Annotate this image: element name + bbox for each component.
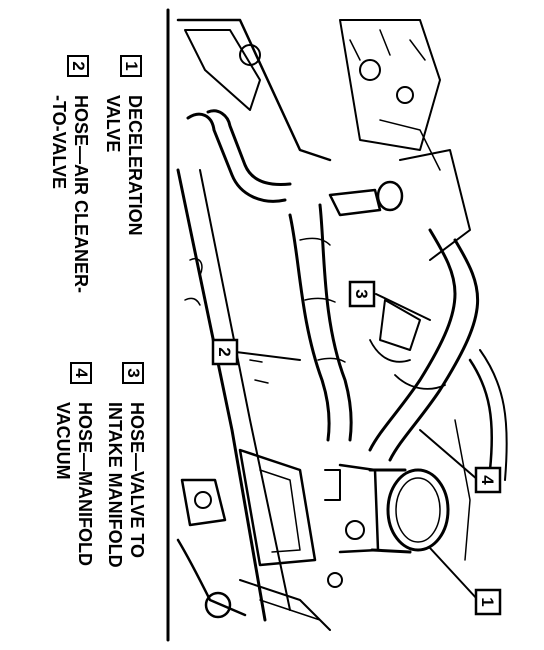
hose-manifold-vacuum-outer — [368, 228, 457, 452]
lower-bolt — [204, 591, 232, 619]
hose-air-cleaner-left — [288, 213, 331, 442]
leader-line-3 — [375, 293, 431, 321]
callout-label-4: 4 — [478, 475, 497, 485]
fitting-cap — [376, 180, 404, 212]
callout-label-2: 2 — [215, 347, 234, 356]
callout-box-3 — [348, 280, 376, 308]
callout-label-3: 3 — [352, 289, 371, 298]
deceleration-valve — [386, 468, 450, 552]
callout-box-1 — [474, 588, 502, 616]
leader-line-1 — [429, 547, 479, 601]
valve-body — [338, 463, 380, 554]
bracket-upper — [184, 29, 261, 111]
frame-upper — [176, 18, 332, 162]
leader-line-2 — [235, 351, 301, 361]
bolt-upper — [239, 44, 261, 66]
engine-block-top — [339, 19, 441, 151]
callout-label-1: 1 — [478, 597, 497, 606]
callout-box-4 — [474, 466, 502, 494]
hose-fitting-top — [328, 188, 382, 217]
elbow-tube-outer — [186, 112, 287, 203]
leader-line-4 — [419, 429, 479, 481]
rail-left — [176, 168, 267, 622]
lower-left-part — [180, 478, 227, 527]
hose-manifold-vacuum-inner — [388, 238, 479, 462]
callout-box-2 — [211, 338, 239, 366]
mount-bracket — [238, 448, 317, 567]
hose-valve-intake — [379, 299, 421, 351]
rail-left-inner — [199, 169, 291, 611]
elbow-tube-inner — [206, 109, 292, 186]
